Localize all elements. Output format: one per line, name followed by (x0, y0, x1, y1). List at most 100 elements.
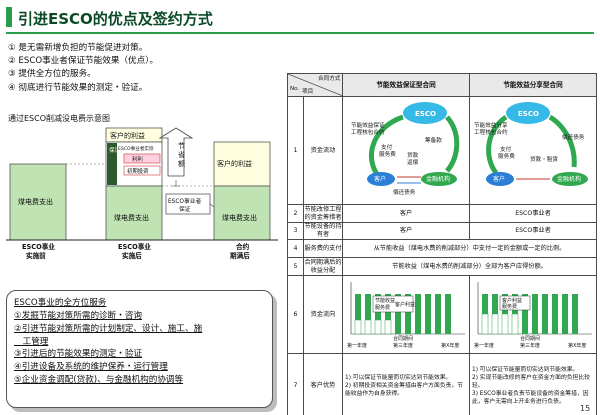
bar-after-cost (105, 185, 163, 241)
svg-text:服务费: 服务费 (502, 303, 517, 310)
caption-before-2: 实施前 (26, 251, 46, 260)
row-item: 节能改修工程的资金筹措者 (303, 204, 343, 223)
service-item: ③引进后的节能效果的测定・验证 (14, 349, 143, 360)
savings-arrow: 节 省 额 (158, 127, 194, 187)
svg-text:客户利益: 客户利益 (395, 301, 415, 308)
advantage-item: ③ 提供全方位的服务。 (8, 69, 96, 80)
svg-text:额: 额 (178, 159, 185, 168)
row-value-sharing: ESCO事业者 (469, 222, 597, 240)
caption-end-1: 合约 (235, 242, 250, 251)
row-no: 1 (287, 96, 304, 205)
bar-end-benefit-label: 客户的利益 (217, 159, 252, 168)
page-title: 引进ESCO的优点及签约方式 (18, 10, 213, 28)
cost-reduction-diagram: 煤电费支出 客户的利益 保证节能 ESCO事业者实际 利利 初期投资 煤电费支出… (6, 127, 278, 260)
advantage-item: ② ESCO事业者保证节能效果（优点）。 (8, 56, 159, 67)
money-flow-chart-guarantee: 节能收益 服务费 客户利益 合同期间 第一年度 第三年度 第X年度 (342, 275, 470, 354)
bank-node (421, 172, 457, 186)
customer-node (367, 172, 395, 186)
bar-after-esco-inner (107, 143, 117, 185)
svg-text:客户: 客户 (374, 175, 386, 183)
money-flow-chart-sharing: 客户利益 服务费 合同期间 第一年度 第三年度 第X年度 (469, 275, 597, 354)
advantage-note: 2) 实现节能改修的客户在资金方面的负担比较轻。 (472, 374, 590, 389)
title-bar: 引进ESCO的优点及签约方式 (0, 0, 600, 34)
svg-text:金融机构: 金融机构 (557, 175, 581, 183)
table-corner-cell: 合同方式 No. 项目 (287, 73, 343, 97)
svg-text:第三年度: 第三年度 (393, 342, 413, 349)
svg-text:合同期间: 合同期间 (520, 335, 540, 342)
title-divider (6, 32, 594, 34)
svg-text:服务费: 服务费 (379, 150, 396, 158)
svg-text:金融机构: 金融机构 (426, 175, 450, 183)
svg-text:第X年度: 第X年度 (568, 342, 586, 349)
svg-text:偿还债务: 偿还债务 (562, 133, 585, 141)
row-item: 客户优势 (303, 353, 343, 415)
contract-comparison-table: 合同方式 No. 项目 节能效益保证型合同 节能效益分享型合同 1 资金流动 E… (287, 73, 597, 415)
svg-text:客户利益: 客户利益 (502, 297, 522, 304)
row-no: 6 (287, 275, 304, 354)
svg-text:第一年度: 第一年度 (474, 342, 494, 349)
service-item: ①发掘节能对策所需的诊断・咨询 (14, 311, 143, 321)
bar-after-profit (123, 153, 161, 164)
header-sharing-contract: 节能效益分享型合同 (469, 73, 597, 97)
svg-text:ESCO: ESCO (415, 110, 436, 118)
svg-text:支付: 支付 (500, 145, 512, 153)
svg-text:第一年度: 第一年度 (347, 342, 367, 349)
customer-advantage-guarantee: 1) 可以保证节能量而切实达到节能效果。 2) 初期投资相关资金筹措由客户方面负… (342, 353, 470, 415)
row-item: 节能设备的持有者 (303, 222, 343, 240)
bar-after-benefit-label: 客户的利益 (110, 131, 145, 140)
svg-text:支付: 支付 (381, 143, 393, 151)
row-item: 合同期满后的收益分配 (303, 257, 343, 276)
row-value-guarantee: 客户 (342, 222, 470, 240)
advantage-note: 3) ESCO事业者负责节能设备的资金筹措，因此，客户无需向上开业务进行负债。 (472, 390, 589, 405)
service-item: ②引进节能对策所需的计划制定、设计、施工、施 (14, 323, 203, 334)
svg-text:客户: 客户 (493, 175, 505, 183)
page-number: 15 (580, 404, 591, 413)
bar-after-esco-small1: ESCO事业者实际 (118, 145, 154, 152)
esco-node (506, 102, 550, 124)
svg-text:第X年度: 第X年度 (441, 342, 459, 349)
svg-text:筹备款: 筹备款 (425, 136, 442, 144)
row-no: 3 (287, 222, 304, 240)
row-item: 资金流向 (303, 275, 343, 354)
header-guarantee-contract: 节能效益保证型合同 (342, 73, 470, 97)
svg-text:节能效益分享: 节能效益分享 (474, 121, 508, 129)
table-row: 6 资金流向 (287, 275, 597, 354)
bank-node (552, 172, 588, 186)
row-merged-value: 节能收益（煤电水费的削减部分）全部为客户应得份额。 (342, 257, 597, 276)
svg-text:ESCO: ESCO (518, 110, 539, 118)
service-item: 工管理 (14, 336, 49, 347)
advantage-note: 1) 可以保证节能量而切实达到节能效果。 (472, 366, 579, 373)
bar-before (9, 163, 67, 241)
flow-diagram-guarantee: ESCO 节能效益保证 工程核包合约 筹备款 支付 服务费 贷款 返偿 客户 金 (342, 96, 470, 205)
service-item: ⑤企业资金调配(贷款)、与金融机构的协调等 (14, 374, 184, 385)
row-value-sharing: ESCO事业者 (469, 204, 597, 223)
bar-after-esco-vertical: 保证节能 (109, 146, 132, 154)
svg-text:服务费: 服务费 (498, 152, 515, 160)
corner-diagonal (288, 74, 343, 96)
svg-text:省: 省 (178, 150, 185, 159)
row-value-guarantee: 客户 (342, 204, 470, 223)
svg-text:工程核包合约: 工程核包合约 (474, 128, 508, 136)
svg-text:第三年度: 第三年度 (520, 342, 540, 349)
svg-text:贷款・租赁: 贷款・租赁 (530, 155, 558, 163)
diagram-title: 通过ESCO削减没电费示意图 (8, 114, 111, 123)
corner-no-label: No. (290, 86, 300, 92)
table-header-row: 合同方式 No. 项目 节能效益保证型合同 节能效益分享型合同 (287, 73, 597, 97)
row-no: 2 (287, 204, 304, 223)
guarantee-label-2: 保证 (179, 205, 191, 213)
bar-after-cost-label: 煤电费支出 (114, 213, 149, 222)
svg-text:工程核包合约: 工程核包合约 (351, 128, 385, 136)
bar-end-cost-label: 煤电费支出 (222, 213, 257, 222)
svg-text:贷款: 贷款 (407, 151, 419, 159)
services-title: ESCO事业的全方位服务 (14, 298, 107, 308)
row-no: 5 (287, 257, 304, 276)
advantage-item: ④ 彻底进行节能效果的测定・验证。 (8, 82, 148, 93)
bar-end-benefit (213, 141, 271, 187)
flow-diagram-sharing: ESCO 节能效益分享 工程核包合约 偿还债务 支付 服务费 贷款・租赁 客户 … (469, 96, 597, 205)
caption-before-1: ESCO事业 (22, 242, 55, 251)
customer-node (486, 172, 514, 186)
svg-text:偿还债务: 偿还债务 (393, 188, 416, 196)
svg-text:节能收益: 节能收益 (375, 297, 395, 304)
bar-after-investment (123, 165, 161, 176)
bar-after-profit-label: 利利 (132, 155, 143, 163)
